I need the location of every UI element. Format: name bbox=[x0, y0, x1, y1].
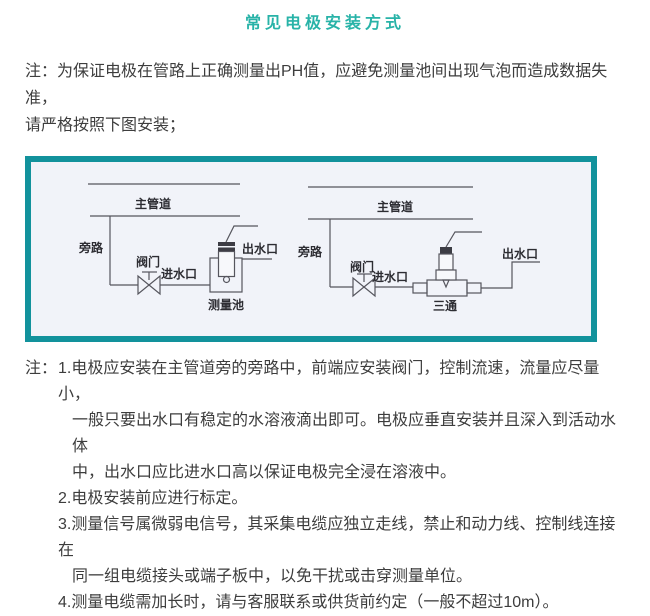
right-diagram: 主管道 旁路 阀门 进水口 三通 bbox=[297, 186, 540, 313]
installation-diagram-panel: 主管道 旁路 阀门 进水口 测量池 bbox=[25, 156, 597, 342]
tee-fitting-icon bbox=[412, 279, 482, 297]
left-bypass-label: 旁路 bbox=[78, 240, 104, 255]
right-outlet-label: 出水口 bbox=[502, 246, 538, 261]
left-main-pipe-label: 主管道 bbox=[135, 196, 171, 211]
left-diagram: 主管道 旁路 阀门 进水口 测量池 bbox=[78, 183, 278, 312]
right-electrode-cable bbox=[445, 231, 482, 248]
note-item-3: 3.测量信号属微弱电信号，其采集电缆应独立走线，禁止和动力线、控制线连接在 同一… bbox=[58, 512, 625, 590]
page-title: 常见电极安装方式 bbox=[244, 15, 405, 32]
tee-fitting-label: 三通 bbox=[433, 298, 457, 313]
installation-diagram: 主管道 旁路 阀门 进水口 测量池 bbox=[78, 183, 540, 313]
left-electrode-cable bbox=[225, 225, 258, 243]
note-item-2: 2.电极安装前应进行标定。 bbox=[58, 486, 625, 512]
intro-note-line-2: 请严格按照下图安装； bbox=[25, 117, 186, 134]
note-item-4: 4.测量电缆需加长时，请与客服联系或供货前约定（一般不超过10m）。 bbox=[58, 590, 625, 616]
note-item-1-line-2: 一般只要出水口有稳定的水溶液滴出即可。电极应垂直安装并且深入到活动水体 bbox=[72, 412, 617, 455]
page: 常见电极安装方式 注：为保证电极在管路上正确测量出PH值，应避免测量池间出现气泡… bbox=[0, 9, 650, 611]
note-item-1-line-3: 中，出水口应比进水口高以保证电极完全浸在溶液中。 bbox=[72, 464, 457, 481]
intro-note-line-1: 注：为保证电极在管路上正确测量出PH值，应避免测量池间出现气泡而造成数据失准， bbox=[25, 63, 608, 107]
right-electrode-icon bbox=[435, 247, 457, 289]
right-bypass-label: 旁路 bbox=[297, 244, 323, 259]
bottom-notes-prefix: 注： bbox=[25, 360, 58, 377]
left-valve-label: 阀门 bbox=[136, 254, 160, 269]
note-item-3-line-1: 3.测量信号属微弱电信号，其采集电缆应独立走线，禁止和动力线、控制线连接在 bbox=[58, 516, 616, 559]
measuring-pool-label: 测量池 bbox=[208, 297, 244, 312]
left-outlet-label: 出水口 bbox=[242, 241, 278, 256]
bottom-notes: 注： 1.电极应安装在主管道旁的旁路中，前端应安装阀门，控制流速，流量应尽量小，… bbox=[25, 356, 625, 616]
bottom-notes-items: 1.电极应安装在主管道旁的旁路中，前端应安装阀门，控制流速，流量应尽量小， 一般… bbox=[58, 356, 625, 616]
intro-note: 注：为保证电极在管路上正确测量出PH值，应避免测量池间出现气泡而造成数据失准， … bbox=[25, 58, 625, 139]
right-main-pipe-label: 主管道 bbox=[377, 199, 413, 214]
right-outlet-line bbox=[481, 261, 540, 289]
note-item-3-line-2: 同一组电缆接头或端子板中，以免干扰或击穿测量单位。 bbox=[72, 568, 473, 585]
note-item-4-line-1: 4.测量电缆需加长时，请与客服联系或供货前约定（一般不超过10m）。 bbox=[58, 594, 559, 611]
left-inlet-label: 进水口 bbox=[161, 266, 197, 281]
left-electrode-icon bbox=[217, 242, 236, 284]
left-valve-icon bbox=[137, 271, 161, 296]
note-item-1-line-1: 1.电极应安装在主管道旁的旁路中，前端应安装阀门，控制流速，流量应尽量小， bbox=[58, 360, 600, 403]
right-inlet-label: 进水口 bbox=[372, 269, 408, 284]
right-valve-label: 阀门 bbox=[350, 259, 374, 274]
note-item-1: 1.电极应安装在主管道旁的旁路中，前端应安装阀门，控制流速，流量应尽量小， 一般… bbox=[58, 356, 625, 486]
note-item-2-line-1: 2.电极安装前应进行标定。 bbox=[58, 490, 248, 507]
